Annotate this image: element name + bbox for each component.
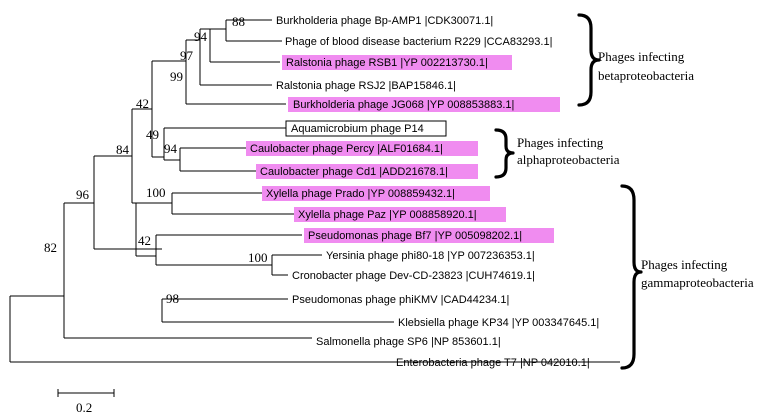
- leaf-label-klebsiella-kp34: Klebsiella phage KP34 |YP 003347645.1|: [398, 317, 599, 329]
- bootstrap-value: 100: [146, 185, 166, 200]
- highlight-box: [256, 164, 478, 179]
- leaf-label-ralstonia-rsj2: Ralstonia phage RSJ2 |BAP15846.1|: [276, 80, 456, 92]
- leaf-label-pseudomonas-phikmv: Pseudomonas phage phiKMV |CAD44234.1|: [292, 294, 509, 306]
- leaf-label-cronobacter-dev-cd-23823: Cronobacter phage Dev-CD-23823 |CUH74619…: [292, 270, 535, 282]
- scale-bar-label: 0.2: [76, 400, 92, 415]
- highlight-box: [282, 55, 512, 70]
- tree-branches: [9, 19, 620, 363]
- leaf-label-pseudomonas-bf7: Pseudomonas phage Bf7 |YP 005098202.1|: [308, 230, 522, 242]
- highlight-box: [294, 207, 506, 222]
- bootstrap-value: 100: [248, 250, 268, 265]
- leaf-label-ralstonia-rsb1: Ralstonia phage RSB1 |YP 002213730.1|: [286, 57, 488, 69]
- leaf-label-xylella-prado: Xylella phage Prado |YP 008859432.1|: [266, 188, 455, 200]
- group-labels: Phages infecting betaproteobacteria Phag…: [517, 49, 754, 290]
- bootstrap-value: 97: [180, 48, 194, 63]
- bootstrap-value: 88: [232, 14, 245, 29]
- highlight-box: [262, 186, 490, 201]
- leaf-label-blood-disease-phage: Phage of blood disease bacterium R229 |C…: [285, 36, 552, 48]
- boxed-label-frame: [285, 120, 447, 137]
- bootstrap-value: 49: [146, 127, 159, 142]
- leaf-label-yersinia-phi80-18: Yersinia phage phi80-18 |YP 007236353.1|: [326, 250, 535, 262]
- bootstrap-values: 88 94 97 99 42 49 94 84 100 96 42 100 82…: [44, 14, 268, 306]
- bootstrap-value: 42: [138, 233, 151, 248]
- highlight-box: [288, 97, 560, 112]
- bootstrap-value: 96: [76, 187, 90, 202]
- group-label-beta-line1: Phages infecting: [598, 49, 685, 64]
- leaf-label-caulobacter-percy: Caulobacter phage Percy |ALF01684.1|: [250, 143, 443, 155]
- brace-gammaproteobacteria: [620, 184, 643, 370]
- leaf-label-xylella-paz: Xylella phage Paz |YP 008858920.1|: [298, 209, 477, 221]
- brace-alphaproteobacteria: [494, 128, 515, 179]
- bootstrap-value: 94: [194, 29, 208, 44]
- leaf-label-salmonella-sp6: Salmonella phage SP6 |NP 853601.1|: [316, 336, 501, 348]
- scale-bar: 0.2: [57, 389, 115, 415]
- highlight-box: [246, 141, 478, 156]
- highlight-box: [304, 228, 554, 243]
- leaf-labels: Burkholderia phage Bp-AMP1 |CDK30071.1| …: [250, 15, 599, 369]
- bootstrap-value: 42: [136, 96, 149, 111]
- leaf-highlights: [246, 55, 560, 243]
- group-braces: [494, 13, 643, 370]
- group-label-gamma-line1: Phages infecting: [641, 257, 728, 272]
- leaf-label-enterobacteria-t7: Enterobacteria phage T7 |NP 042010.1|: [396, 357, 590, 369]
- leaf-label-caulobacter-cd1: Caulobacter phage Cd1 |ADD21678.1|: [260, 166, 448, 178]
- group-label-alpha-line1: Phages infecting: [517, 135, 604, 150]
- bootstrap-value: 94: [164, 141, 178, 156]
- brace-betaproteobacteria: [577, 13, 601, 107]
- bootstrap-value: 99: [170, 69, 183, 84]
- bootstrap-value: 98: [166, 291, 179, 306]
- leaf-label-aquamicrobium-p14: Aquamicrobium phage P14: [291, 123, 424, 135]
- group-label-alpha-line2: alphaproteobacteria: [517, 152, 620, 167]
- leaf-label-burkholderia-bp-amp1: Burkholderia phage Bp-AMP1 |CDK30071.1|: [276, 15, 493, 27]
- bootstrap-value: 82: [44, 240, 57, 255]
- leaf-label-burkholderia-jg068: Burkholderia phage JG068 |YP 008853883.1…: [293, 99, 514, 111]
- bootstrap-value: 84: [116, 142, 130, 157]
- group-label-beta-line2: betaproteobacteria: [598, 68, 694, 83]
- group-label-gamma-line2: gammaproteobacteria: [641, 275, 754, 290]
